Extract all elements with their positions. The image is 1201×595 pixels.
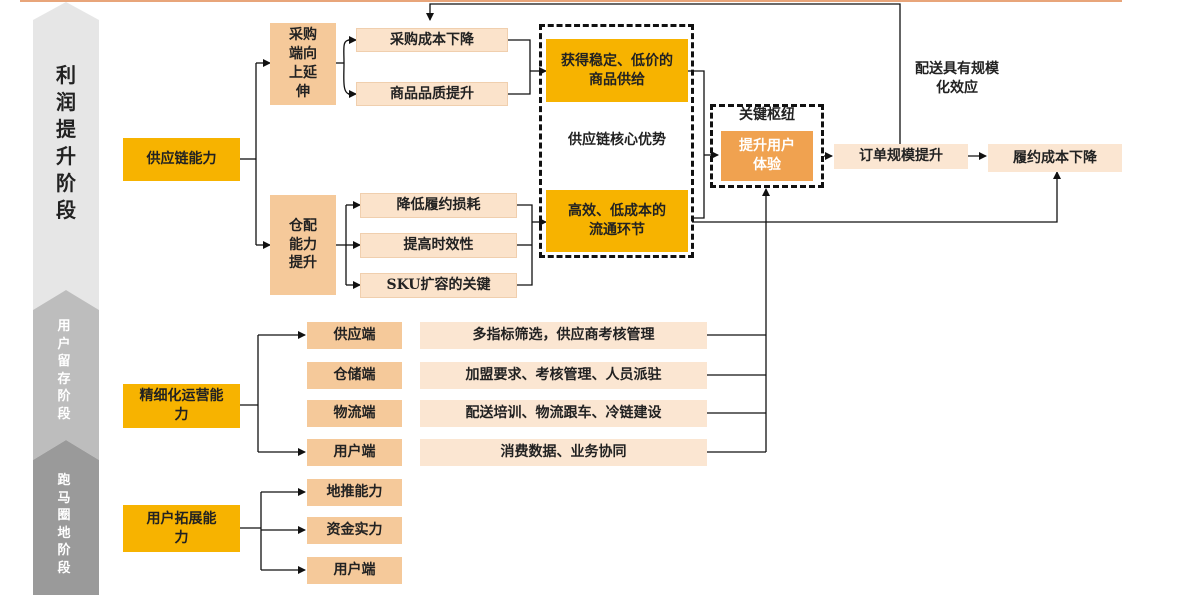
- refined-desc-warehouse: 加盟要求、考核管理、人员派驻: [420, 362, 707, 389]
- stage-profit-label: 利润提升阶段: [56, 63, 76, 222]
- stable-supply-box: 获得稳定、低价的商品供给: [546, 39, 688, 102]
- stage-retention-shape: [33, 290, 99, 460]
- stage-retention-label: 用户留存阶段: [57, 319, 71, 422]
- stage-land-shape: [33, 440, 99, 595]
- refined-desc-logistics: 配送培训、物流跟车、冷链建设: [420, 400, 707, 427]
- refined-end-logistics: 物流端: [307, 400, 402, 427]
- procurement-cost-box: 采购成本下降: [356, 28, 508, 52]
- expansion-user-end: 用户端: [307, 557, 402, 584]
- user-experience-box: 提升用户体验: [721, 131, 813, 181]
- refined-desc-supply: 多指标筛选，供应商考核管理: [420, 322, 707, 349]
- procurement-box: 采购端向上延伸: [270, 23, 336, 105]
- efficient-flow-box: 高效、低成本的流通环节: [546, 190, 688, 252]
- refined-end-warehouse: 仓储端: [307, 362, 402, 389]
- fulfillment-cost-box: 履约成本下降: [988, 144, 1122, 172]
- refined-desc-user: 消费数据、业务协同: [420, 439, 707, 466]
- order-scale-box: 订单规模提升: [834, 144, 968, 169]
- core-advantage-label: 供应链核心优势: [568, 132, 666, 148]
- sku-key-box: SKU扩容的关键: [360, 273, 517, 298]
- product-quality-box: 商品品质提升: [356, 82, 508, 106]
- stage-land-label: 跑马圈地阶段: [57, 473, 71, 576]
- refined-end-user: 用户端: [307, 439, 402, 466]
- timeliness-box: 提高时效性: [360, 233, 517, 258]
- stage-profit-shape: [33, 2, 99, 310]
- warehouse-box: 仓配能力提升: [270, 195, 336, 295]
- supply-chain-capability: 供应链能力: [123, 138, 240, 181]
- refined-end-supply: 供应端: [307, 322, 402, 349]
- core-advantage-frame: [539, 24, 694, 258]
- refined-ops-capability: 精细化运营能力: [123, 384, 240, 428]
- key-hub-frame: [710, 104, 824, 188]
- top-divider: [20, 0, 1122, 2]
- key-hub-label: 关键枢纽: [739, 107, 795, 123]
- delivery-scale-label: 配送具有规模化效应: [915, 61, 999, 96]
- expansion-ground-promo: 地推能力: [307, 479, 402, 506]
- expansion-funding: 资金实力: [307, 517, 402, 544]
- reduce-loss-box: 降低履约损耗: [360, 193, 517, 218]
- user-expansion-capability: 用户拓展能力: [123, 505, 240, 552]
